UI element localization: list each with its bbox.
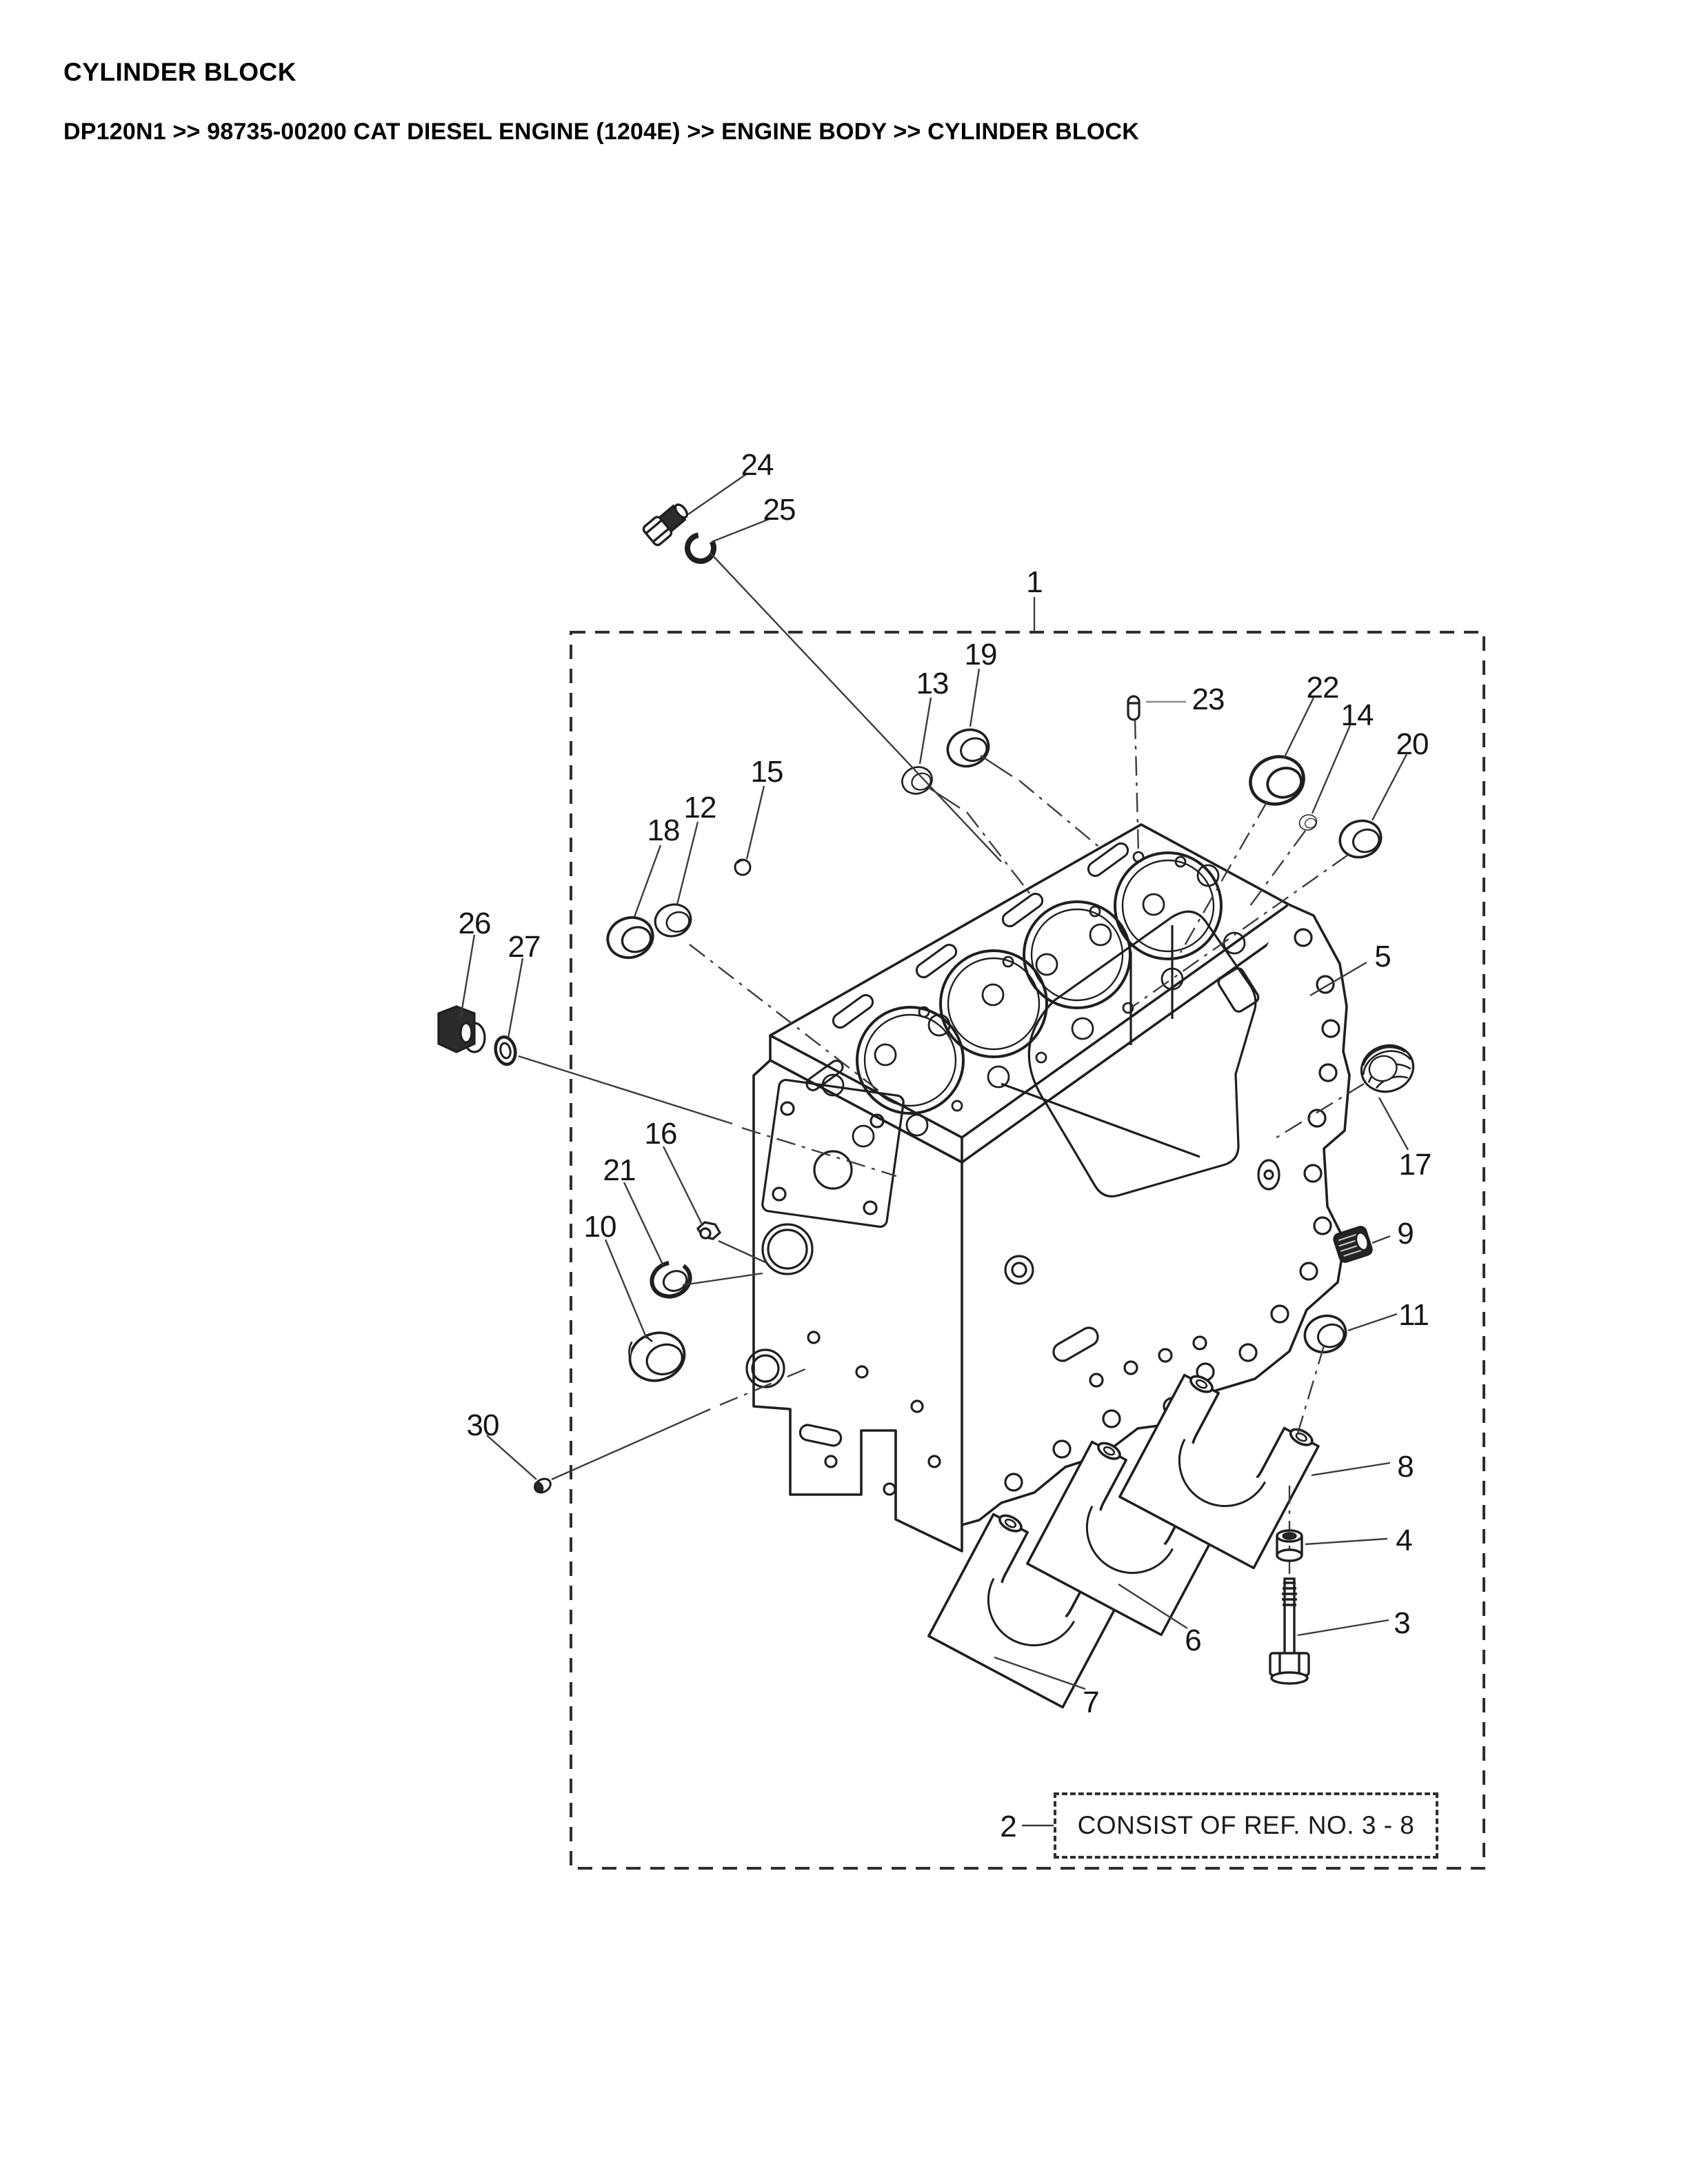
part-11-cup-plug — [1298, 1309, 1352, 1359]
callout-12: 12 — [683, 791, 717, 825]
callout-18: 18 — [647, 813, 681, 847]
part-20-cup-plug — [1334, 814, 1387, 864]
part-25-snap-ring — [685, 532, 716, 564]
callout-17: 17 — [1398, 1148, 1432, 1182]
bearing-cap-bolt — [1269, 1486, 1310, 1685]
part-18-ring — [601, 910, 660, 965]
callout-23: 23 — [1192, 682, 1225, 716]
diagram-frame — [570, 631, 1485, 1870]
cylinder-bores — [856, 851, 1223, 1115]
callout-27: 27 — [508, 930, 541, 964]
cylinder-block-body — [745, 823, 1351, 1553]
callout-8: 8 — [1397, 1450, 1414, 1484]
part-22-cup-plug — [1244, 750, 1309, 811]
center-lines — [689, 719, 1365, 1439]
callout-26: 26 — [458, 907, 492, 940]
part-19-cup-plug — [941, 722, 995, 774]
part-30-plug — [534, 1477, 552, 1494]
part-12-ring — [650, 898, 696, 942]
page-title: CYLINDER BLOCK — [63, 58, 297, 86]
callout-25: 25 — [763, 493, 796, 527]
part-15-ball — [734, 858, 752, 876]
part-23-pin — [1127, 695, 1141, 721]
breadcrumb[interactable]: DP120N1 >> 98735-00200 CAT DIESEL ENGINE… — [63, 119, 1140, 145]
callout-19: 19 — [964, 638, 998, 671]
callout-22: 22 — [1306, 671, 1340, 705]
callout-13: 13 — [916, 667, 950, 700]
part-26-plug-nut — [437, 1005, 486, 1053]
callout-9: 9 — [1397, 1217, 1414, 1251]
callout-20: 20 — [1396, 727, 1429, 761]
callout-16: 16 — [644, 1117, 678, 1151]
part-24-plug — [642, 503, 689, 547]
deck-holes — [821, 851, 1246, 1148]
part-16-nut — [696, 1221, 722, 1240]
callout-4: 4 — [1396, 1524, 1413, 1557]
callout-21: 21 — [603, 1153, 636, 1187]
exploded-parts — [437, 503, 1415, 1494]
callout-6: 6 — [1185, 1624, 1202, 1657]
consist-note-box: CONSIST OF REF. NO. 3 - 8 — [1054, 1792, 1438, 1859]
leader-lines — [459, 474, 1409, 1827]
callout-2: 2 — [1000, 1810, 1017, 1843]
part-27-washer — [494, 1035, 517, 1066]
callout-11: 11 — [1398, 1298, 1429, 1332]
deck-slots — [805, 842, 1129, 1091]
part-9-plug — [1333, 1226, 1373, 1263]
part-17-threaded-plug — [1360, 1044, 1415, 1093]
part-10-bushing — [628, 1331, 686, 1382]
callout-15: 15 — [750, 755, 784, 789]
part-13-cup-plug — [897, 762, 937, 799]
callout-14: 14 — [1340, 698, 1374, 732]
callout-3: 3 — [1394, 1606, 1411, 1640]
part-14-plug — [1296, 811, 1320, 833]
callout-10: 10 — [583, 1210, 617, 1244]
callout-24: 24 — [741, 448, 774, 482]
callout-30: 30 — [466, 1408, 500, 1442]
callout-1: 1 — [1026, 565, 1043, 599]
callout-7: 7 — [1083, 1686, 1100, 1719]
callout-5: 5 — [1374, 940, 1391, 973]
consist-note-text: CONSIST OF REF. NO. 3 - 8 — [1077, 1811, 1415, 1839]
front-face-details — [745, 1078, 941, 1496]
part-21-ring — [650, 1260, 692, 1299]
